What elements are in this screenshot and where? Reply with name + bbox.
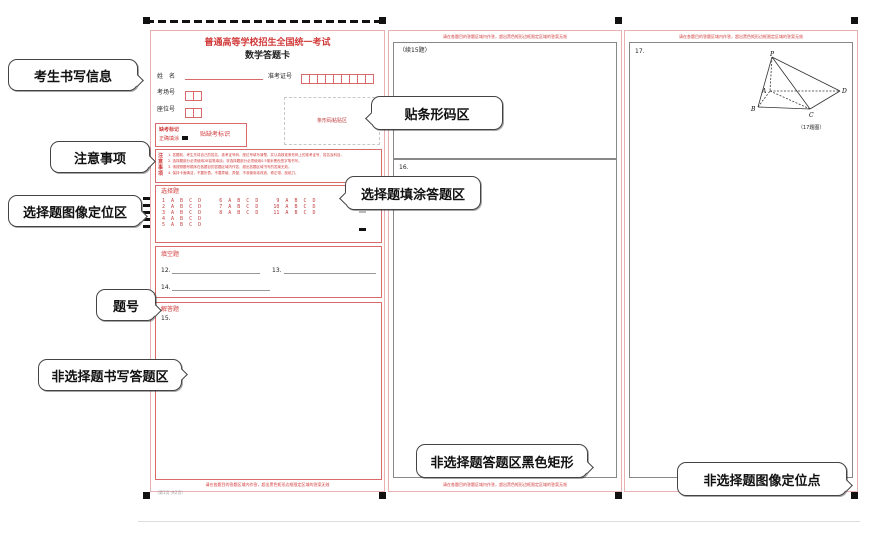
locator-mark [615,492,622,499]
callout-locator-point: 非选择题图像定位点 [677,462,853,496]
callout-label: 选择题图像定位区 [22,205,127,221]
mc-locator-mark [359,228,366,231]
callout-label: 贴条形码区 [404,107,470,123]
mc-row[interactable]: 4 A B C D [162,216,202,222]
sheet-bottom-edge [138,521,860,522]
locator-mark [615,17,622,24]
barcode-area: 条形码粘贴区 [284,97,380,145]
q15-continued-label: （续15题） [399,47,431,54]
free-answer-area-q17[interactable]: 17. P A B C D （17题图） [629,42,853,478]
notice-box: 注意事项 1. 答题前，考生先将自己的姓名、准考证号码、座位号填写清楚，并认真核… [155,149,382,183]
label-a: A [761,88,767,95]
callout-free-answer: 非选择题书写答题区 [38,359,188,391]
locator-mark [379,17,386,24]
callout-notice: 注意事项 [50,141,156,173]
fill-13-label: 13. [272,267,282,274]
mc-title: 选择题 [161,188,180,195]
room-number-boxes[interactable] [185,86,202,105]
answer-title: 解答题 [161,306,180,313]
callout-mc-fill: 选择题填涂答题区 [339,176,481,210]
notice-line: 3. 请按照题号顺序在各题目的答题区域内作答，超出答题区域书写的答案无效。 [168,165,292,169]
answer-sheet-left-panel: 普通高等学校招生全国统一考试 数学答题卡 姓 名 准考证号 考场号 座位号 条形… [150,30,385,495]
sheet-subtitle: 数学答题卡 [244,51,290,61]
name-field[interactable] [185,79,263,80]
mc-row[interactable]: 2 A B C D 7 A B C D 10 A B C D [162,204,316,210]
name-label: 姓 名 [157,73,176,80]
fill-13-line[interactable] [284,273,376,274]
warn-text-mid-bottom: 请在各题目的答题区域内作答，超出黑色矩形边框限定区域的答案无效 [443,482,567,487]
q17-number: 17. [635,48,645,55]
mc-row[interactable]: 5 A B C D [162,222,202,228]
ticket-number-boxes[interactable] [301,69,374,88]
fill-14-line[interactable] [172,290,270,291]
absent-mark-box: 缺考标记 正确填涂 贴缺考标识 [155,123,247,147]
callout-label: 选择题填涂答题区 [360,187,465,203]
figure-caption: （17题图） [798,125,825,131]
room-label: 考场号 [157,89,176,96]
barcode-label: 条形码粘贴区 [316,118,347,124]
absent-sample-label: 正确填涂 [159,136,180,142]
callout-label: 注意事项 [73,151,126,167]
fill-14-label: 14. [161,284,171,291]
ticket-label: 准考证号 [268,73,293,80]
callout-student-info: 考生书写信息 [8,59,144,91]
q16-number: 16. [399,164,409,171]
mc-locator-bars [143,197,150,232]
locator-mark [143,492,150,499]
answer-sheet-right-panel: 请在各题目的答题区域内作答，超出黑色矩形边框限定区域的答案无效 17. P A … [624,30,858,492]
label-p: P [769,51,775,58]
fill-blank-area: 填空题 12. 13. 14. [155,246,382,298]
callout-mc-locator: 选择题图像定位区 [8,195,148,227]
mc-row[interactable]: 1 A B C D 6 A B C D 9 A B C D [162,198,316,204]
callout-label: 题号 [112,299,139,315]
fill-12-label: 12. [161,267,171,274]
pyramid-figure: P A B C D [750,51,847,119]
label-b: B [750,106,756,113]
callout-question-number: 题号 [96,289,162,321]
notice-label: 注意事项 [158,153,164,177]
mc-row[interactable]: 3 A B C D 8 A B C D 11 A B C D [162,210,316,216]
notice-lines: 1. 答题前，考生先将自己的姓名、准考证号码、座位号填写清楚，并认真核准条形码上… [168,152,378,176]
callout-label: 非选择题书写答题区 [51,369,169,385]
absent-label: 缺考标记 [159,127,180,133]
notice-line: 2. 选择题部分必须使用2B铅笔填涂；非选择题部分必须使用0.5毫米黑色签字笔书… [168,159,302,163]
exam-title: 普通高等学校招生全国统一考试 [204,38,331,48]
label-c: C [809,112,814,119]
seat-number-boxes[interactable] [185,103,202,122]
locator-mark [379,492,386,499]
locator-mark [143,17,150,24]
notice-line: 4. 保持卡面清洁，不要折叠、不要弄破、弄皱，不准使用涂改液、修正带、刮纸刀。 [168,171,299,175]
label-d: D [841,88,847,95]
callout-barcode: 贴条形码区 [365,96,503,130]
fill-12-line[interactable] [172,273,260,274]
filled-sample-icon [182,136,188,140]
locator-mark [851,17,858,24]
fill-title: 填空题 [161,251,180,258]
warn-text-left: 请在各题目的答题区域内作答，超出黑色矩形边框限定区域的答案无效 [205,482,330,487]
callout-label: 非选择题答题区黑色矩形 [430,455,574,471]
locator-mark [851,492,858,499]
mc-answer-area: 选择题 1 A B C D 6 A B C D 9 A B C D 2 A B … [155,185,382,243]
warn-text-mid-top: 请在各题目的答题区域内作答，超出黑色矩形边框限定区域的答案无效 [443,34,567,39]
callout-black-rect: 非选择题答题区黑色矩形 [416,444,594,478]
callout-label: 考生书写信息 [33,69,112,85]
notice-line: 1. 答题前，考生先将自己的姓名、准考证号码、座位号填写清楚，并认真核准条形码上… [168,153,344,157]
warn-text-right-top: 请在各题目的答题区域内作答，超出黑色矩形边框限定区域的答案无效 [679,34,803,39]
q15-number: 15. [161,315,171,322]
page-footer: （第1页 共2页） [155,490,186,495]
mc-rows[interactable]: 1 A B C D 6 A B C D 9 A B C D 2 A B C D … [162,198,316,228]
seat-label: 座位号 [157,106,176,113]
mc-grey-mark [359,211,366,213]
callout-label: 非选择题图像定位点 [703,473,821,489]
free-answer-area-left[interactable]: 解答题 15. [155,302,382,480]
top-locator-bar [146,20,384,23]
absent-note[interactable]: 贴缺考标识 [200,131,231,138]
